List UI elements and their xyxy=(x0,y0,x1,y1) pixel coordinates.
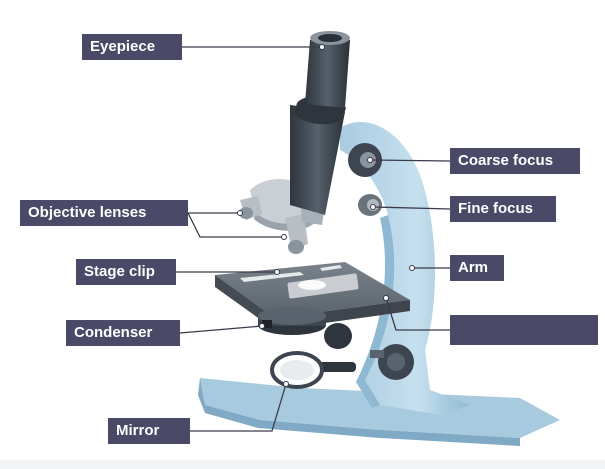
label-condenser: Condenser xyxy=(66,320,180,346)
microscope-tube xyxy=(290,31,350,215)
leader-lines xyxy=(176,46,451,432)
label-stage-clip: Stage clip xyxy=(76,259,176,285)
leader-objective-2 xyxy=(187,212,284,238)
microscope-condenser xyxy=(258,307,352,349)
bottom-strip xyxy=(0,460,605,469)
microscope-mirror xyxy=(270,351,356,389)
label-mirror: Mirror xyxy=(108,418,190,444)
leader-condenser xyxy=(179,325,263,334)
leader-hidden xyxy=(385,297,450,331)
label-arm: Arm xyxy=(450,255,504,281)
leader-mirror xyxy=(190,383,287,432)
leader-fine xyxy=(372,206,451,210)
leader-coarse xyxy=(369,159,451,162)
label-fine-focus: Fine focus xyxy=(450,196,556,222)
label-eyepiece: Eyepiece xyxy=(82,34,182,60)
label-objective-lenses: Objective lenses xyxy=(20,200,188,226)
leader-dots xyxy=(237,44,415,387)
microscope-base xyxy=(198,378,560,446)
microscope-stage xyxy=(215,262,410,330)
label-hidden xyxy=(450,315,598,345)
label-coarse-focus: Coarse focus xyxy=(450,148,580,174)
